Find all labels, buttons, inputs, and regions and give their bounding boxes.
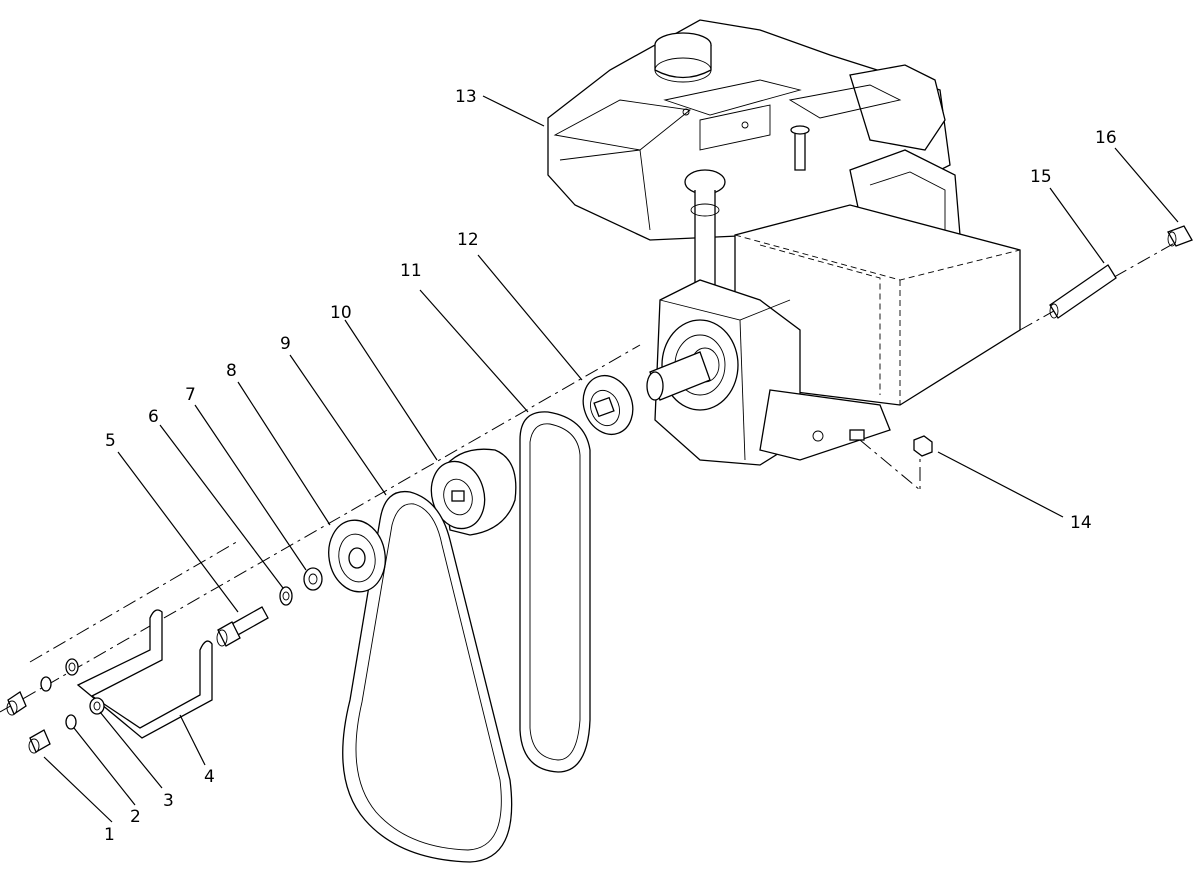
- callout-5: 5: [105, 431, 116, 451]
- callout-16: 16: [1095, 128, 1117, 148]
- belt-guide-bracket: [76, 609, 213, 739]
- drive-pulley: [430, 448, 517, 536]
- callout-9: 9: [280, 334, 291, 354]
- callout-10: 10: [330, 303, 352, 323]
- spacer-tube: [1049, 264, 1117, 319]
- callout-4: 4: [204, 767, 215, 787]
- callout-14: 14: [1070, 513, 1092, 533]
- engine: [547, 19, 1021, 466]
- callout-6: 6: [148, 407, 159, 427]
- callout-labels: 1 2 3 4 5 6 7 8 9 10 11 12 13 14 15 16: [104, 87, 1117, 845]
- crank-pulley: [582, 374, 634, 436]
- callout-13: 13: [455, 87, 477, 107]
- callout-15: 15: [1030, 167, 1052, 187]
- callout-2: 2: [130, 807, 141, 827]
- callout-11: 11: [400, 261, 422, 281]
- leader-lines: [43, 95, 1179, 823]
- callout-1: 1: [104, 825, 115, 845]
- callout-3: 3: [163, 791, 174, 811]
- nut-14: [913, 435, 933, 457]
- lock-washer-6: [279, 586, 293, 606]
- callout-8: 8: [226, 361, 237, 381]
- bolts-and-washers: [6, 658, 105, 754]
- small-v-belt: [519, 411, 591, 773]
- bolt-5: [216, 606, 269, 647]
- callout-7: 7: [185, 385, 196, 405]
- cap-nut-16: [1167, 225, 1193, 247]
- idler-pulley: [328, 519, 386, 593]
- long-v-belt: [342, 490, 513, 863]
- washer-7: [303, 567, 323, 591]
- callout-12: 12: [457, 230, 479, 250]
